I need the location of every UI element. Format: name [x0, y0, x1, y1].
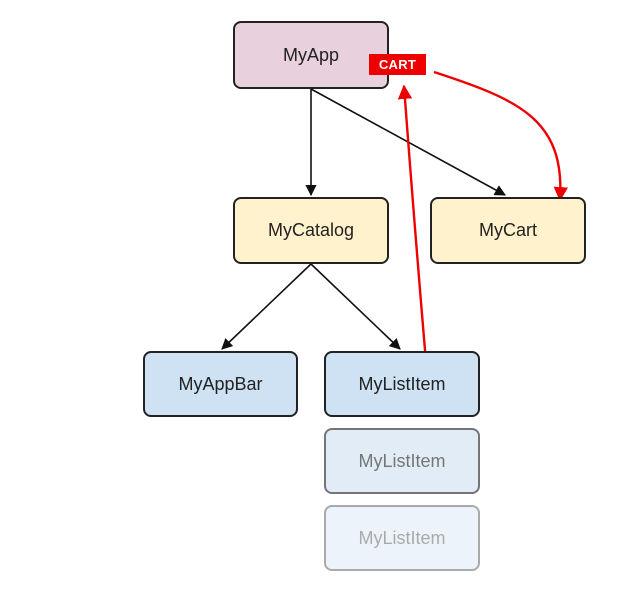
- node-myapp: MyApp: [233, 21, 389, 89]
- node-mylistitem-3-label: MyListItem: [358, 527, 446, 548]
- red-arrow-cart-to-mycart: [433, 70, 568, 202]
- node-mylistitem-2: MyListItem: [324, 428, 480, 494]
- node-mylistitem-1: MyListItem: [324, 351, 480, 417]
- node-mycatalog-label: MyCatalog: [267, 220, 355, 240]
- edge-mycatalog-to-myappbar: [221, 263, 312, 350]
- node-mycart-label: MyCart: [479, 220, 537, 240]
- node-mycatalog: MyCatalog: [233, 197, 389, 264]
- node-mylistitem-2-label: MyListItem: [358, 450, 446, 471]
- node-myapp-label: MyApp: [282, 44, 340, 65]
- red-arrow-mylistitem-to-cart: [397, 84, 428, 363]
- node-mylistitem-1-label: MyListItem: [358, 373, 446, 394]
- node-mylistitem-3: MyListItem: [324, 505, 480, 571]
- cart-badge-label: CART: [378, 57, 417, 72]
- node-mycart: MyCart: [430, 197, 586, 264]
- node-myappbar: MyAppBar: [143, 351, 298, 417]
- cart-badge: CART: [369, 54, 426, 75]
- node-myappbar-label: MyAppBar: [178, 373, 263, 394]
- edge-mycatalog-to-mylistitem: [310, 263, 401, 350]
